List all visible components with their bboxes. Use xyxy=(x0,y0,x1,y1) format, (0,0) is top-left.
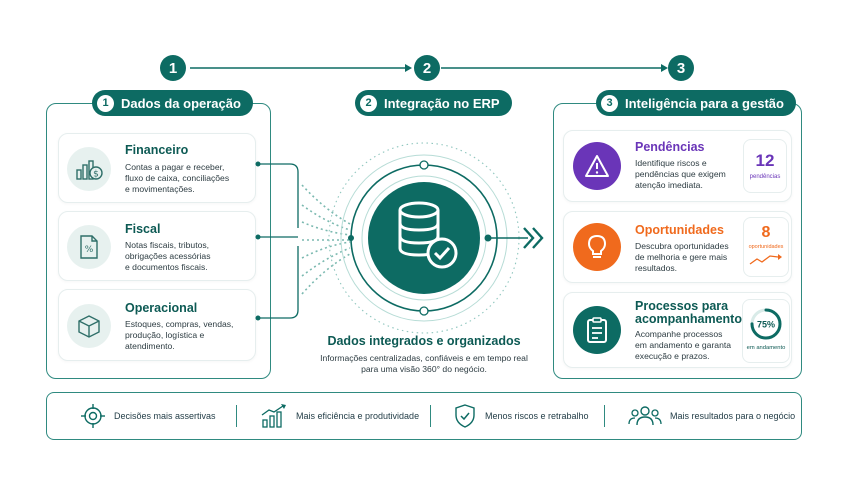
tax-desc: Notas fiscais, tributos,obrigações acess… xyxy=(125,240,211,272)
people-icon xyxy=(628,406,662,426)
operational-title: Operacional xyxy=(125,301,198,315)
step-3: 3 xyxy=(668,55,694,81)
benefit-decisions: Decisões mais assertivas xyxy=(80,403,216,429)
database-check-icon xyxy=(389,198,461,274)
processes-percent: 75% xyxy=(757,320,775,330)
pending-count: 12 xyxy=(755,151,775,170)
pending-label: pendências xyxy=(749,174,781,180)
benefits-bar xyxy=(46,392,802,440)
opportunities-count: 8 xyxy=(761,224,771,241)
step-flow: 1 2 3 xyxy=(0,0,853,90)
operation-number: 1 xyxy=(97,94,114,112)
processes-metric: 75% em andamento xyxy=(742,299,790,363)
shield-check-icon xyxy=(455,404,475,428)
target-icon xyxy=(81,404,105,428)
step-arrows xyxy=(190,64,668,72)
intelligence-number: 3 xyxy=(601,94,618,112)
pending-metric: 12 pendências xyxy=(743,139,787,193)
benefit-efficiency: Mais eficiência e produtividade xyxy=(260,403,419,429)
opportunities-label: oportunidades xyxy=(748,244,784,250)
center-caption-desc: Informações centralizadas, confiáveis e … xyxy=(320,353,528,374)
benefit-results: Mais resultados para o negócio xyxy=(628,403,795,429)
erp-number: 2 xyxy=(360,94,377,112)
intelligence-pill: 3 Inteligência para a gestão xyxy=(596,90,796,116)
operation-data-pill: 1 Dados da operação xyxy=(92,90,253,116)
step-2: 2 xyxy=(414,55,440,81)
tax-card: % Fiscal Notas fiscais, tributos,obrigaç… xyxy=(58,211,256,281)
benefit-risks-label: Menos riscos e retrabalho xyxy=(485,411,589,421)
step-1: 1 xyxy=(160,55,186,81)
lightbulb-icon xyxy=(573,223,621,271)
benefit-results-label: Mais resultados para o negócio xyxy=(670,411,796,421)
operational-card: Operacional Estoques, compras, vendas,pr… xyxy=(58,289,256,361)
finance-title: Financeiro xyxy=(125,143,189,157)
tax-title: Fiscal xyxy=(125,222,161,236)
box-icon xyxy=(67,304,111,348)
finance-chart-icon: $ xyxy=(67,147,111,191)
warning-icon xyxy=(573,142,621,190)
benefit-risks: Menos riscos e retrabalho xyxy=(453,403,589,429)
tax-document-icon: % xyxy=(67,225,111,269)
growth-chart-icon xyxy=(261,404,286,428)
finance-desc: Contas a pagar e receber,fluxo de caixa,… xyxy=(125,162,230,194)
benefit-decisions-label: Decisões mais assertivas xyxy=(114,411,216,421)
operation-title: Dados da operação xyxy=(121,95,241,111)
opportunities-metric: 8 oportunidades xyxy=(743,217,789,277)
svg-text:$: $ xyxy=(93,170,99,180)
trend-up-icon xyxy=(749,254,782,265)
operational-desc: Estoques, compras, vendas,produção, logí… xyxy=(125,319,234,351)
separator xyxy=(430,405,431,427)
separator xyxy=(236,405,237,427)
opportunities-title: Oportunidades xyxy=(635,223,724,237)
progress-ring: 75% xyxy=(750,308,782,340)
center-caption-title: Dados integrados e organizados xyxy=(327,334,521,348)
checklist-icon xyxy=(573,306,621,354)
erp-pill: 2 Integração no ERP xyxy=(355,90,512,116)
separator xyxy=(604,405,605,427)
processes-label: em andamento xyxy=(746,345,786,351)
pending-title: Pendências xyxy=(635,140,705,154)
finance-card: $ Financeiro Contas a pagar e receber,fl… xyxy=(58,133,256,203)
intelligence-title: Inteligência para a gestão xyxy=(625,95,784,111)
benefit-efficiency-label: Mais eficiência e produtividade xyxy=(296,411,420,421)
svg-text:%: % xyxy=(85,245,94,255)
erp-title: Integração no ERP xyxy=(384,95,500,111)
